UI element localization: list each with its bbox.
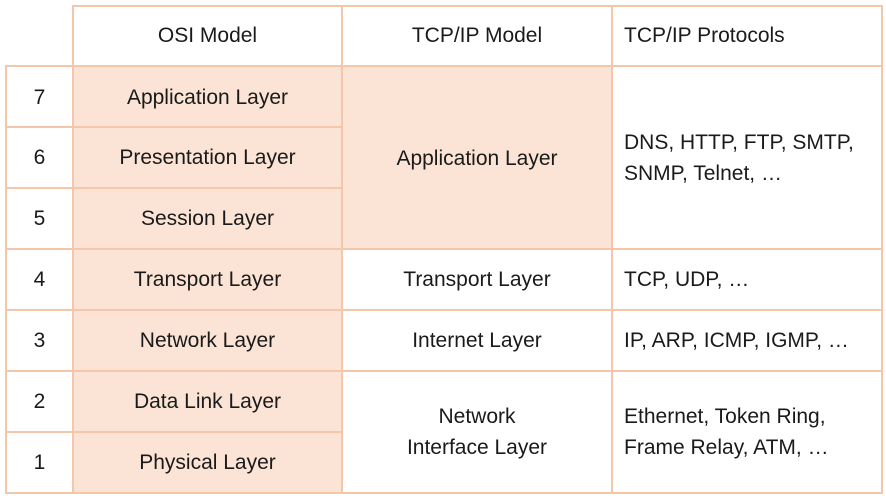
tcpip-layer-network-interface: Network Interface Layer <box>342 371 612 492</box>
grid-line <box>5 248 883 250</box>
protocols-internet: IP, ARP, ICMP, IGMP, … <box>612 310 882 371</box>
grid-line <box>5 126 343 128</box>
osi-layer-network: Network Layer <box>73 310 342 371</box>
layer-number-6: 6 <box>6 127 73 188</box>
grid-line <box>5 66 7 494</box>
grid-line <box>5 65 883 67</box>
osi-layer-transport: Transport Layer <box>73 249 342 310</box>
protocols-application: DNS, HTTP, FTP, SMTP, SNMP, Telnet, … <box>612 67 882 249</box>
tcpip-layer-application: Application Layer <box>342 67 612 249</box>
layer-number-2: 2 <box>6 371 73 432</box>
layer-number-1: 1 <box>6 432 73 492</box>
grid-line <box>5 370 883 372</box>
osi-layer-physical: Physical Layer <box>73 432 342 492</box>
osi-layer-application: Application Layer <box>73 67 342 127</box>
grid-line <box>5 492 883 494</box>
protocols-network-interface: Ethernet, Token Ring, Frame Relay, ATM, … <box>612 371 882 492</box>
layer-number-4: 4 <box>6 249 73 310</box>
protocols-transport: TCP, UDP, … <box>612 249 882 310</box>
osi-layer-session: Session Layer <box>73 188 342 249</box>
tcpip-layer-transport: Transport Layer <box>342 249 612 310</box>
osi-layer-presentation: Presentation Layer <box>73 127 342 188</box>
header-osi-model: OSI Model <box>73 6 342 65</box>
tcpip-layer-internet: Internet Layer <box>342 310 612 371</box>
layer-number-7: 7 <box>6 67 73 127</box>
header-tcpip-model: TCP/IP Model <box>342 6 612 65</box>
layer-number-5: 5 <box>6 188 73 249</box>
layer-number-3: 3 <box>6 310 73 371</box>
grid-line <box>5 431 343 433</box>
osi-layer-data-link: Data Link Layer <box>73 371 342 432</box>
grid-line <box>5 187 343 189</box>
grid-line <box>5 309 883 311</box>
header-tcpip-protocols: TCP/IP Protocols <box>612 6 882 65</box>
grid-line <box>72 5 883 7</box>
